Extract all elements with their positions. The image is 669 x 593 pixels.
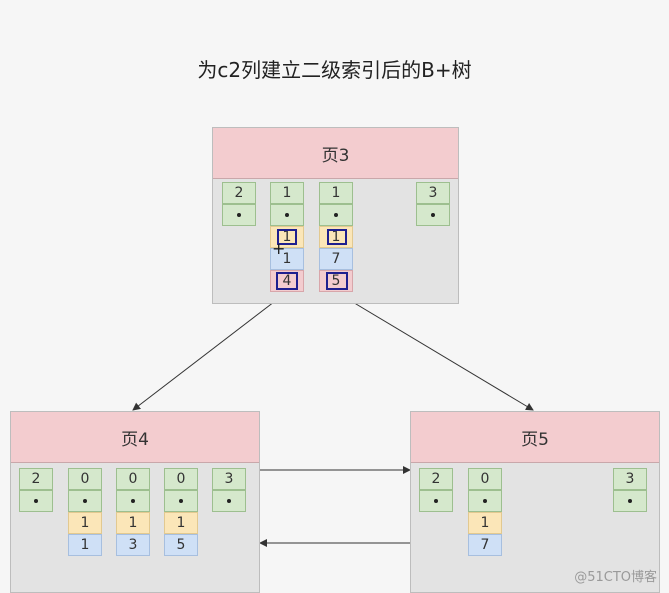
record-next — [270, 204, 304, 226]
record-c1: 1 — [68, 534, 102, 556]
record-key: 1 — [270, 182, 304, 204]
record-c3: 1 — [116, 512, 150, 534]
record-c1: 7 — [319, 248, 353, 270]
record-next — [319, 204, 353, 226]
record-c3: 1 — [164, 512, 198, 534]
pointer-dot — [34, 499, 38, 503]
record-key: 0 — [468, 468, 502, 490]
right-page-header: 页5 — [411, 412, 659, 463]
record-next — [212, 490, 246, 512]
pointer-dot — [334, 213, 338, 217]
pointer-dot — [434, 499, 438, 503]
record-next — [164, 490, 198, 512]
record-next — [468, 490, 502, 512]
record-next — [416, 204, 450, 226]
record-child-page: 4 — [270, 270, 304, 292]
pointer-dot — [285, 213, 289, 217]
record-next — [68, 490, 102, 512]
pointer-dot — [237, 213, 241, 217]
record-next — [613, 490, 647, 512]
record-c1: 7 — [468, 534, 502, 556]
record-key: 2 — [222, 182, 256, 204]
record-key: 3 — [212, 468, 246, 490]
pointer-dot — [179, 499, 183, 503]
record-key: 0 — [68, 468, 102, 490]
record-key: 0 — [164, 468, 198, 490]
record-c3: 1 — [68, 512, 102, 534]
highlight-box — [326, 272, 348, 290]
record-next — [116, 490, 150, 512]
highlight-box — [276, 272, 298, 290]
diagram-title: 为c2列建立二级索引后的B+树 — [197, 58, 472, 82]
watermark: @51CTO博客 — [574, 570, 657, 585]
record-key: 3 — [613, 468, 647, 490]
root-page-header: 页3 — [213, 128, 458, 179]
left-page-header: 页4 — [11, 412, 259, 463]
record-key: 2 — [419, 468, 453, 490]
pointer-dot — [83, 499, 87, 503]
pointer-dot — [131, 499, 135, 503]
highlight-box — [277, 229, 297, 245]
record-next — [222, 204, 256, 226]
pointer-to-page5 — [335, 291, 534, 411]
record-c1: 5 — [164, 534, 198, 556]
record-next — [419, 490, 453, 512]
record-key: 2 — [19, 468, 53, 490]
pointer-dot — [431, 213, 435, 217]
record-next — [19, 490, 53, 512]
record-key: 0 — [116, 468, 150, 490]
crosshair-cursor-icon: + — [272, 239, 286, 258]
pointer-dot — [628, 499, 632, 503]
record-c1: 3 — [116, 534, 150, 556]
highlight-box — [327, 229, 347, 245]
pointer-to-page4 — [132, 291, 288, 411]
record-c3: 1 — [468, 512, 502, 534]
pointer-dot — [227, 499, 231, 503]
pointer-dot — [483, 499, 487, 503]
record-c1: 1 — [270, 248, 304, 270]
record-key: 1 — [319, 182, 353, 204]
record-key: 3 — [416, 182, 450, 204]
